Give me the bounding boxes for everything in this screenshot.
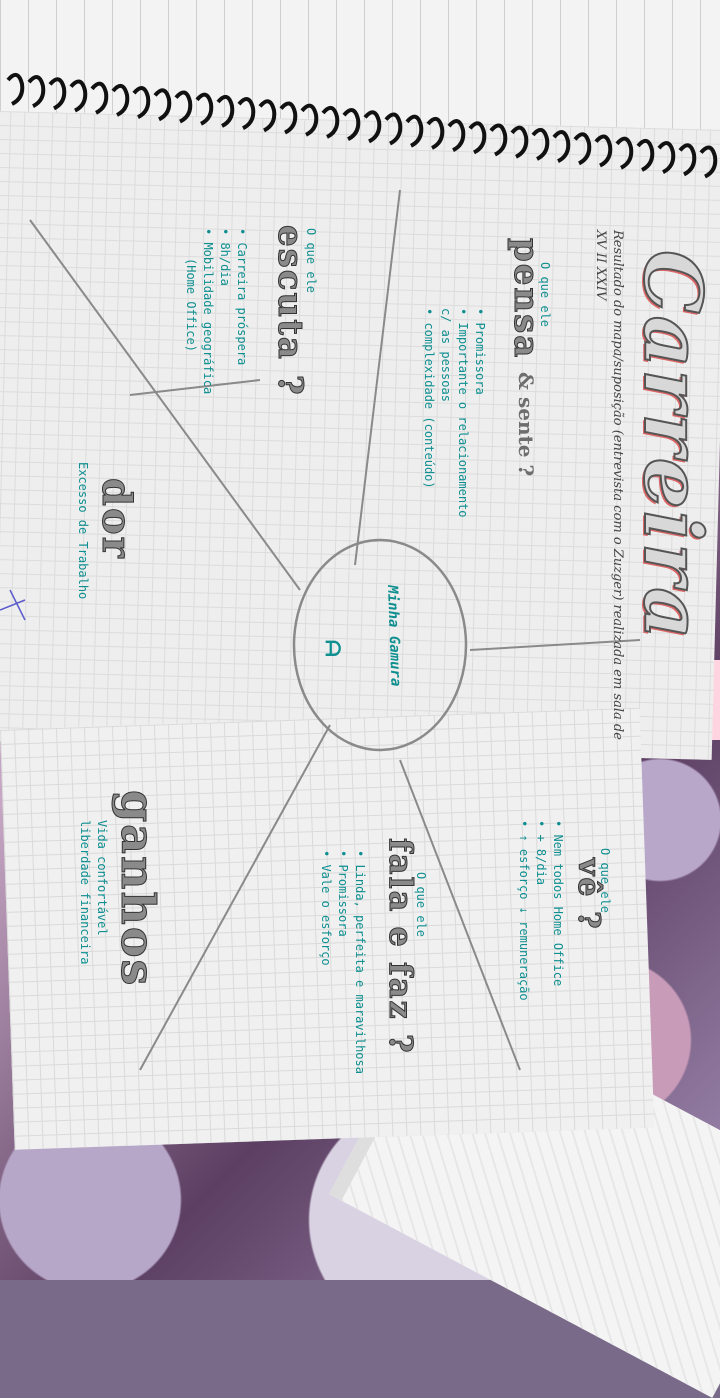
list-item: c/ as pessoas [439, 308, 453, 402]
list-item: • Importante o relacionamento [456, 308, 470, 518]
list-item: • Promissora [336, 850, 350, 937]
list-item: • Vale o esforço [319, 850, 333, 966]
spiral-coil [153, 88, 172, 122]
divider-line [399, 759, 521, 1071]
empathy-map-lines [0, 189, 641, 1071]
spiral-coil [573, 132, 592, 166]
spiral-coil [636, 138, 655, 172]
spiral-coil [132, 86, 151, 119]
center-circle [292, 538, 468, 752]
spiral-coil [321, 105, 340, 139]
escuta-bullets: • Carreira próspera • 8h/dia • Mobilidad… [182, 228, 250, 394]
spiral-coil [48, 77, 67, 111]
dor-heading: dor [93, 478, 141, 561]
center-doodle: ᗩ [321, 640, 345, 657]
page-subtitle: Resultado do mapa/suposição (entrevista … [610, 230, 625, 740]
spiral-coil [300, 103, 319, 137]
list-item: • Linda, perfeita e maravilhosa [353, 850, 367, 1074]
fala-bullets: • Linda, perfeita e maravilhosa • Promis… [317, 850, 368, 1074]
escuta-heading: escuta ? [270, 225, 311, 398]
list-item: • ↑ esforço ↓ remuneração [517, 820, 531, 1001]
notebook-spiral [6, 72, 718, 179]
spiral-coil [6, 72, 25, 106]
pen-mark [0, 589, 26, 621]
pensa-bullets: • Promissora • Importante o relacionamen… [420, 308, 488, 518]
list-item: • 8h/dia [218, 228, 232, 286]
list-item: • Promissora [473, 308, 487, 395]
dor-text: Excesso de Trabalho [76, 462, 90, 600]
spiral-coil [594, 134, 613, 168]
spiral-coil [489, 123, 508, 157]
spiral-coil [111, 83, 130, 117]
list-item: • Carreira próspera [235, 228, 249, 366]
spiral-coil [195, 92, 214, 126]
pensa-heading2: & sente ? [514, 372, 538, 477]
list-item: (Home Office) [184, 258, 198, 352]
divider-line [129, 379, 261, 396]
list-item: • complexidade (conteúdo) [422, 308, 436, 489]
ve-heading: vê ? [571, 858, 607, 932]
ganhos-heading: ganhos [111, 790, 166, 988]
spiral-coil [552, 130, 571, 163]
list-item: Vida confortável [95, 820, 109, 936]
lined-back-page [0, 0, 720, 130]
list-item: liberdade financeira [78, 820, 92, 965]
spiral-coil [174, 90, 193, 124]
spiral-coil [258, 99, 277, 133]
list-item: • Mobilidade geográfica [201, 228, 215, 395]
spiral-coil [216, 94, 235, 128]
spiral-coil [699, 145, 718, 179]
spiral-coil [531, 127, 550, 161]
divider-line [139, 724, 331, 1071]
spiral-coil [384, 112, 403, 146]
spiral-coil [237, 97, 256, 130]
spiral-coil [342, 108, 361, 141]
fala-heading: fala e faz ? [382, 838, 421, 1056]
spiral-coil [363, 110, 382, 144]
spiral-coil [447, 119, 466, 152]
divider-line [29, 219, 301, 591]
spiral-coil [510, 125, 529, 159]
spiral-coil [468, 121, 487, 155]
list-item: • Nem todos Home Office [551, 820, 565, 987]
divider-line [469, 639, 641, 651]
page-date: XV II XXIV [593, 230, 608, 301]
spiral-coil [405, 114, 424, 148]
page-title: Carreira [625, 249, 720, 642]
spiral-coil [615, 136, 634, 170]
spiral-coil [279, 101, 298, 135]
spiral-coil [27, 75, 46, 108]
ganhos-bullets: Vida confortável liberdade financeira [76, 820, 110, 965]
spiral-coil [678, 143, 697, 177]
spiral-coil [90, 81, 109, 115]
list-item: • + 8/dia [534, 820, 548, 886]
ve-bullets: • Nem todos Home Office • + 8/dia • ↑ es… [515, 820, 566, 1001]
divider-line [354, 189, 401, 566]
spiral-coil [657, 141, 676, 174]
pensa-heading: pensa [506, 238, 547, 360]
spiral-coil [69, 79, 88, 113]
spiral-coil [426, 116, 445, 150]
